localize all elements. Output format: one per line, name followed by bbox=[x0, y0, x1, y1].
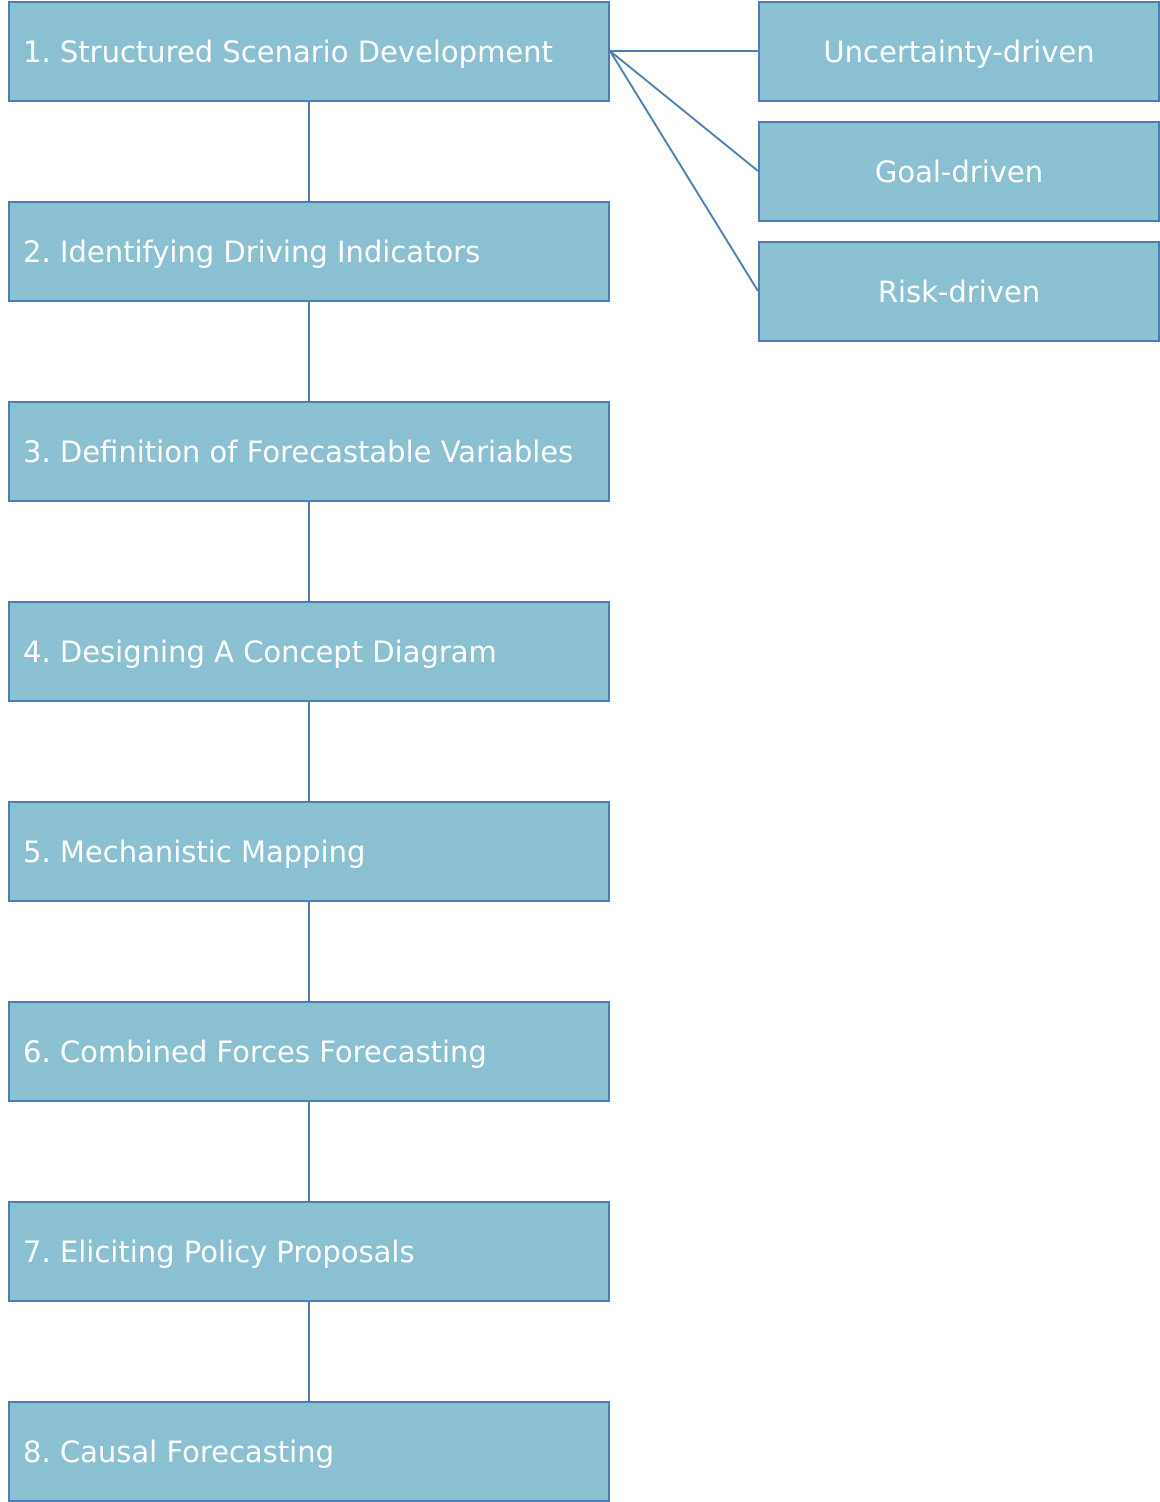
step-7-box: 7. Eliciting Policy Proposals bbox=[8, 1201, 610, 1302]
step-8-label: 8. Causal Forecasting bbox=[23, 1434, 334, 1469]
step-5-box: 5. Mechanistic Mapping bbox=[8, 801, 610, 902]
branch-uncertainty-label: Uncertainty-driven bbox=[823, 34, 1095, 69]
connector-branch-risk bbox=[609, 50, 759, 292]
step-4-label: 4. Designing A Concept Diagram bbox=[23, 634, 497, 669]
step-8-box: 8. Causal Forecasting bbox=[8, 1401, 610, 1502]
branch-uncertainty-box: Uncertainty-driven bbox=[758, 1, 1160, 102]
branch-goal-label: Goal-driven bbox=[874, 154, 1044, 189]
step-2-label: 2. Identifying Driving Indicators bbox=[23, 234, 481, 269]
step-3-box: 3. Definition of Forecastable Variables bbox=[8, 401, 610, 502]
step-1-box: 1. Structured Scenario Development bbox=[8, 1, 610, 102]
step-6-box: 6. Combined Forces Forecasting bbox=[8, 1001, 610, 1102]
step-4-box: 4. Designing A Concept Diagram bbox=[8, 601, 610, 702]
connector-branch-goal bbox=[609, 50, 759, 172]
branch-risk-label: Risk-driven bbox=[877, 274, 1041, 309]
branch-goal-box: Goal-driven bbox=[758, 121, 1160, 222]
step-3-label: 3. Definition of Forecastable Variables bbox=[23, 434, 574, 469]
step-6-label: 6. Combined Forces Forecasting bbox=[23, 1034, 487, 1069]
branch-risk-box: Risk-driven bbox=[758, 241, 1160, 342]
step-1-label: 1. Structured Scenario Development bbox=[23, 34, 553, 69]
step-7-label: 7. Eliciting Policy Proposals bbox=[23, 1234, 415, 1269]
step-2-box: 2. Identifying Driving Indicators bbox=[8, 201, 610, 302]
step-5-label: 5. Mechanistic Mapping bbox=[23, 834, 366, 869]
